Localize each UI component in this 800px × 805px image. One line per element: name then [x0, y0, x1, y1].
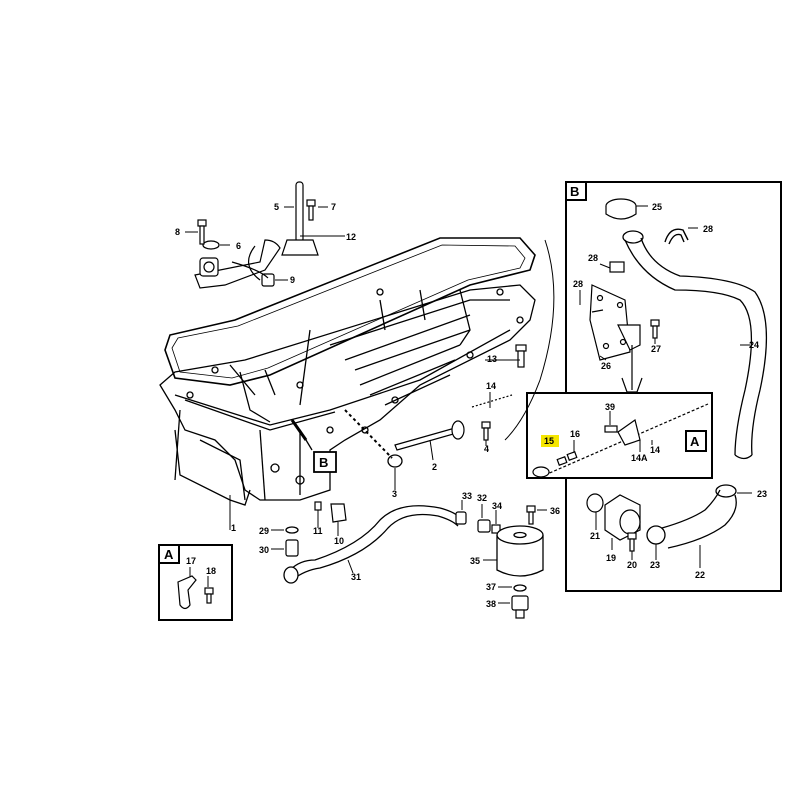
oil-level-sensor [231, 245, 275, 287]
callout-29: 29 [259, 526, 269, 536]
callouts-main: 1 2 3 4 5 6 7 8 9 10 11 12 13 14 29 30 3… [175, 202, 560, 609]
inset-b-leaders [579, 205, 750, 361]
callout-17: 17 [186, 556, 196, 566]
hose-22 [661, 489, 737, 549]
marker-b-main: B [290, 419, 337, 473]
callout-14: 14 [486, 381, 496, 391]
callout-24: 24 [749, 340, 759, 350]
washer-29 [285, 526, 299, 534]
hook-28 [664, 228, 689, 245]
callout-4: 4 [484, 444, 489, 454]
callout-39: 39 [605, 402, 615, 412]
ring-3 [387, 454, 403, 468]
callout-1: 1 [231, 523, 236, 533]
oil-pan-gasket [164, 237, 536, 386]
callout-3: 3 [392, 489, 397, 499]
callout-28c: 28 [573, 279, 583, 289]
detail-inset-a-label: A [690, 434, 700, 449]
ring-37 [513, 584, 527, 592]
callout-2: 2 [432, 462, 437, 472]
callout-27: 27 [651, 344, 661, 354]
fitting-30 [285, 539, 299, 557]
oil-pan [159, 284, 536, 506]
o-ring-6 [202, 240, 220, 250]
callout-5: 5 [274, 202, 279, 212]
detail-box-a: A 17 18 [158, 544, 233, 621]
dipstick-tube-upper [194, 181, 319, 289]
detail-inset-b: B [526, 181, 782, 592]
fittings-32-34 [455, 511, 501, 534]
callout-34: 34 [492, 501, 502, 511]
callout-36: 36 [550, 506, 560, 516]
callout-21: 21 [590, 531, 600, 541]
marker-b-label: B [319, 455, 328, 470]
filler-cap-25 [605, 198, 637, 220]
leader-lines [185, 206, 547, 604]
callout-14a: 14A [631, 453, 648, 463]
callout-10: 10 [334, 536, 344, 546]
callout-15-highlight [541, 435, 559, 447]
callout-31: 31 [351, 572, 361, 582]
dipstick-guide-curve [504, 239, 555, 441]
callout-25: 25 [652, 202, 662, 212]
callout-32: 32 [477, 493, 487, 503]
bolt-4 [481, 421, 491, 441]
callout-18: 18 [206, 566, 216, 576]
detail-inset-a: A 15 16 39 14 14A [526, 392, 713, 479]
callout-33: 33 [462, 491, 472, 501]
callout-30: 30 [259, 545, 269, 555]
detail-inset-b-label: B [570, 184, 579, 199]
callout-12: 12 [346, 232, 356, 242]
callout-23b: 23 [757, 489, 767, 499]
callout-20: 20 [627, 560, 637, 570]
callout-9: 9 [290, 275, 295, 285]
callout-35: 35 [470, 556, 480, 566]
callout-22: 22 [695, 570, 705, 580]
tube-2 [394, 420, 465, 451]
plug-10 [330, 503, 347, 523]
callout-23a: 23 [650, 560, 660, 570]
fitting-38 [511, 595, 529, 619]
flange-21 [586, 493, 641, 541]
plug-13 [515, 344, 527, 368]
detail-box-a-label: A [164, 547, 174, 562]
oil-filter-35 [496, 525, 544, 577]
callout-15: 15 [544, 436, 554, 446]
callout-37: 37 [486, 582, 496, 592]
callout-6: 6 [236, 241, 241, 251]
callout-28b: 28 [588, 253, 598, 263]
bolt-36 [526, 505, 536, 525]
bracket-26 [589, 261, 641, 361]
callout-13: 13 [487, 354, 497, 364]
callout-11: 11 [313, 526, 323, 536]
callout-19: 19 [606, 553, 616, 563]
callouts-inset-b: 25 28 28 28 26 27 24 [573, 202, 759, 371]
callout-28a: 28 [703, 224, 713, 234]
callout-38: 38 [486, 599, 496, 609]
bolt-8 [197, 219, 207, 245]
dashed-link [344, 409, 393, 459]
drain-plug-11 [314, 501, 322, 511]
callout-14-inset: 14 [650, 445, 660, 455]
dipstick-14 [471, 394, 513, 408]
callout-7: 7 [331, 202, 336, 212]
hose-31 [283, 505, 461, 584]
callout-8: 8 [175, 227, 180, 237]
callout-16: 16 [570, 429, 580, 439]
callout-26: 26 [601, 361, 611, 371]
callouts-inset-b-lower: 21 19 20 23 23 22 [590, 489, 767, 580]
inset-b-lower-leaders [595, 492, 752, 568]
bolt-7 [306, 199, 316, 221]
filler-tube-24 [622, 230, 768, 460]
